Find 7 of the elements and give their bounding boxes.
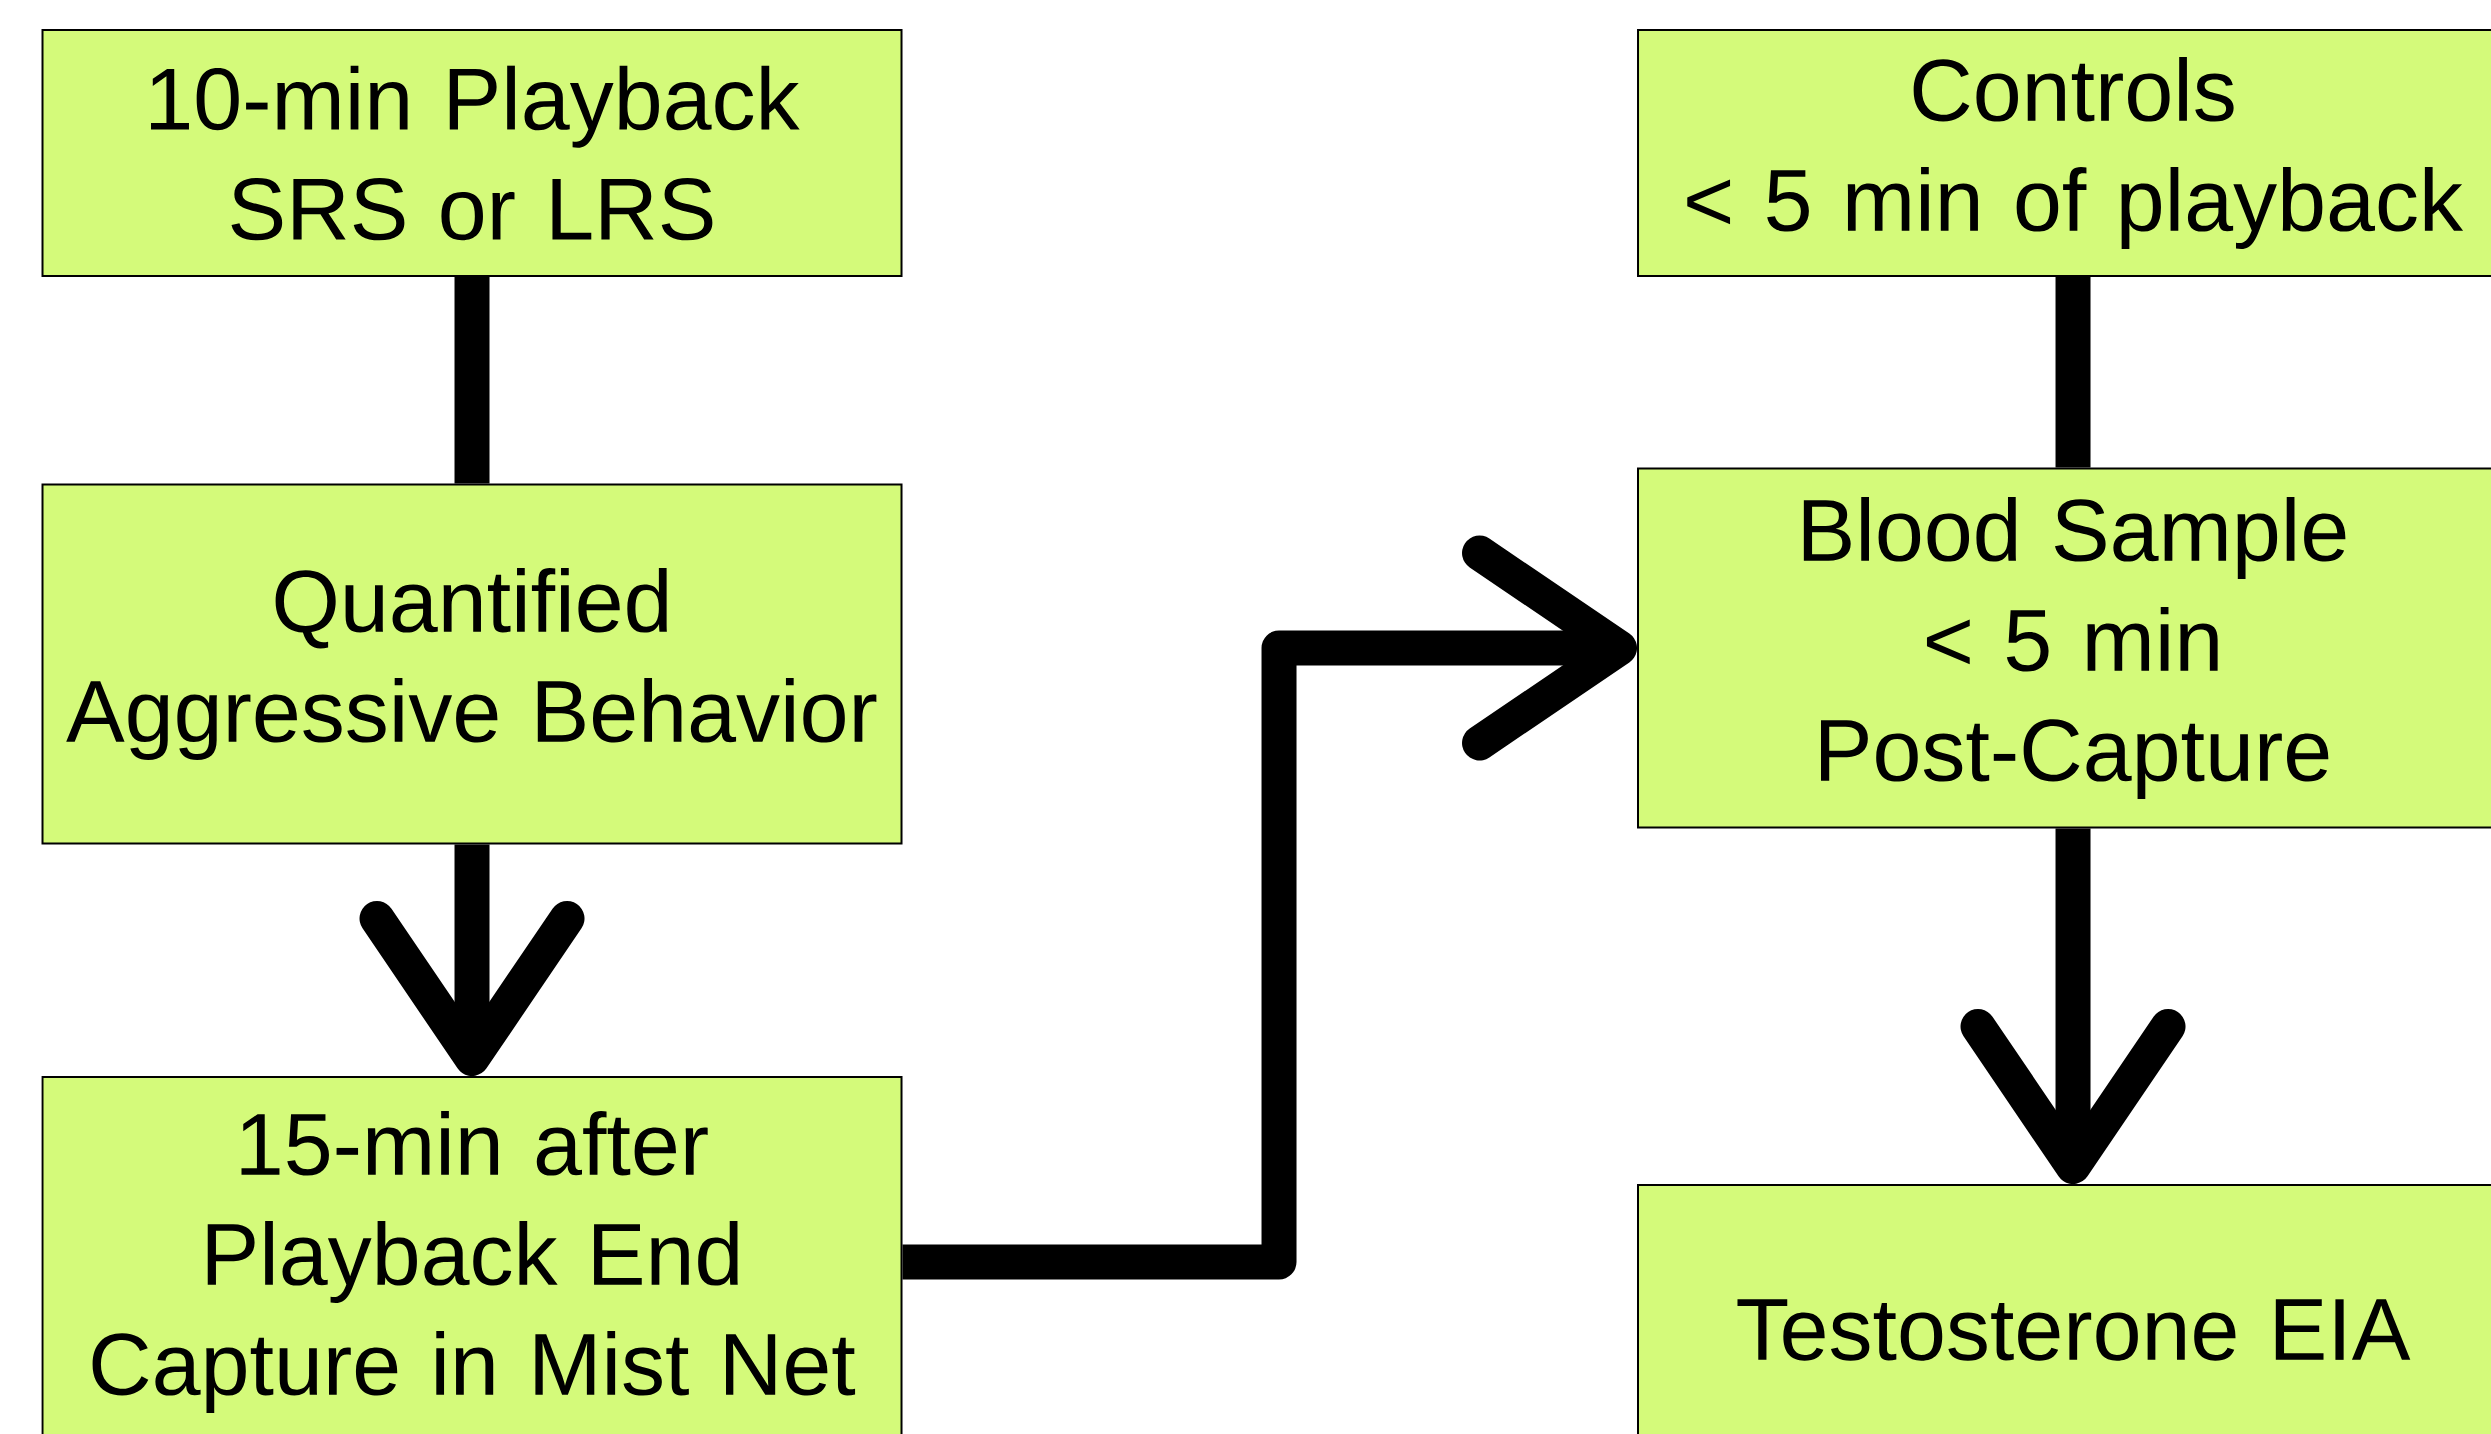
arrow — [902, 535, 1637, 1280]
process-box: Testosterone EIA — [1637, 1184, 2491, 1434]
process-box: 15-min after Playback End Capture in Mist Net — [41, 1076, 903, 1434]
process-box: 10-min Playback SRS or LRS — [41, 29, 903, 277]
process-box: Controls < 5 min of playback — [1637, 29, 2491, 277]
process-box: Blood Sample < 5 min Post-Capture — [1637, 467, 2491, 829]
process-box: Quantified Aggressive Behavior — [41, 483, 903, 845]
